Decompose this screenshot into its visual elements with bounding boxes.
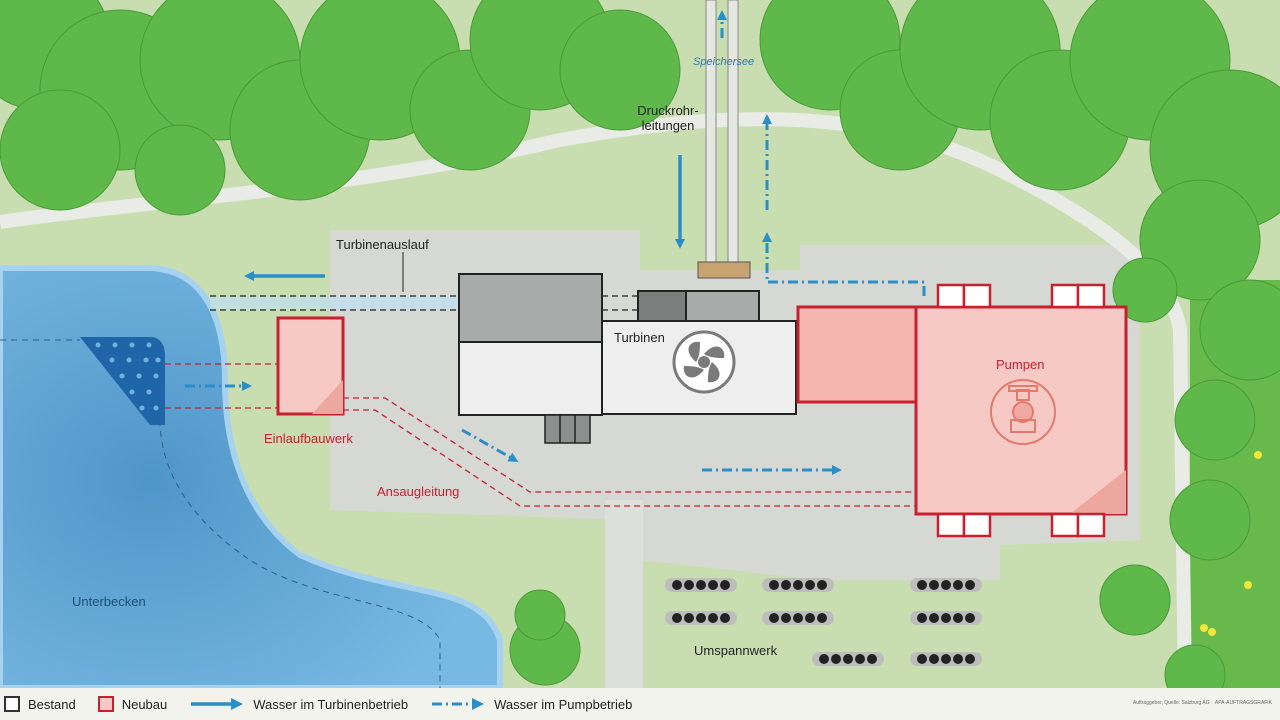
label-druckrohrleitungen: Druckrohr- leitungen [628,103,708,133]
legend-label-turbinenbetrieb: Wasser im Turbinenbetrieb [253,696,409,712]
label-turbinen: Turbinen [614,330,665,345]
legend-item-pumpbetrieb: Wasser im Pumpbetrieb [430,697,632,712]
legend-swatch-neubau [97,696,114,712]
penstock-right [727,0,739,271]
legend-item-turbinenbetrieb: Wasser im Turbinenbetrieb [189,697,408,712]
service-road [605,500,643,688]
legend-label-neubau: Neubau [121,696,168,712]
label-druckrohr-line1: Druckrohr- [637,103,699,118]
label-druckrohr-line2: leitungen [641,118,695,133]
substation [665,578,982,666]
penstock-left [705,0,717,271]
label-einlaufbauwerk: Einlaufbauwerk [264,431,353,446]
label-speichersee: Speichersee [693,56,755,68]
access-road [0,112,1192,689]
pump-connector [796,305,918,404]
pump-icon [990,379,1056,445]
label-pumpen: Pumpen [996,357,1045,372]
turbine-building [458,273,797,444]
legend-label-bestand: Bestand [28,696,76,712]
label-unterbecken: Unterbecken [72,594,146,609]
penstock-valve [697,261,751,279]
label-turbinenauslauf: Turbinenauslauf [336,237,429,252]
suction-pipe-upper [343,397,916,493]
lake-outline-dashed [0,339,441,688]
credits-source: Auftraggeber, Quelle: Salzburg AG [1132,700,1210,706]
credits: Auftraggeber, Quelle: Salzburg AG APA-AU… [1133,700,1272,706]
turbine-icon [672,330,736,394]
legend: Bestand Neubau Wasser im Turbinenbetrieb… [0,688,1280,720]
dashdot-arrow-icon [432,698,485,710]
label-umspannwerk: Umspannwerk [694,643,778,658]
credits-agency: APA-AUFTRAGSGRAFIK [1214,700,1272,706]
legend-label-pumpbetrieb: Wasser im Pumpbetrieb [494,696,633,712]
suction-pipe-lower [343,409,916,507]
label-ansaugleitung: Ansaugleitung [377,484,460,499]
legend-item-bestand: Bestand [0,696,76,712]
solid-arrow-icon [191,698,244,710]
arrow-pump-up-1 [762,232,926,296]
legend-item-neubau: Neubau [97,696,168,712]
pump-hall [914,305,1128,516]
legend-swatch-bestand [4,696,20,712]
